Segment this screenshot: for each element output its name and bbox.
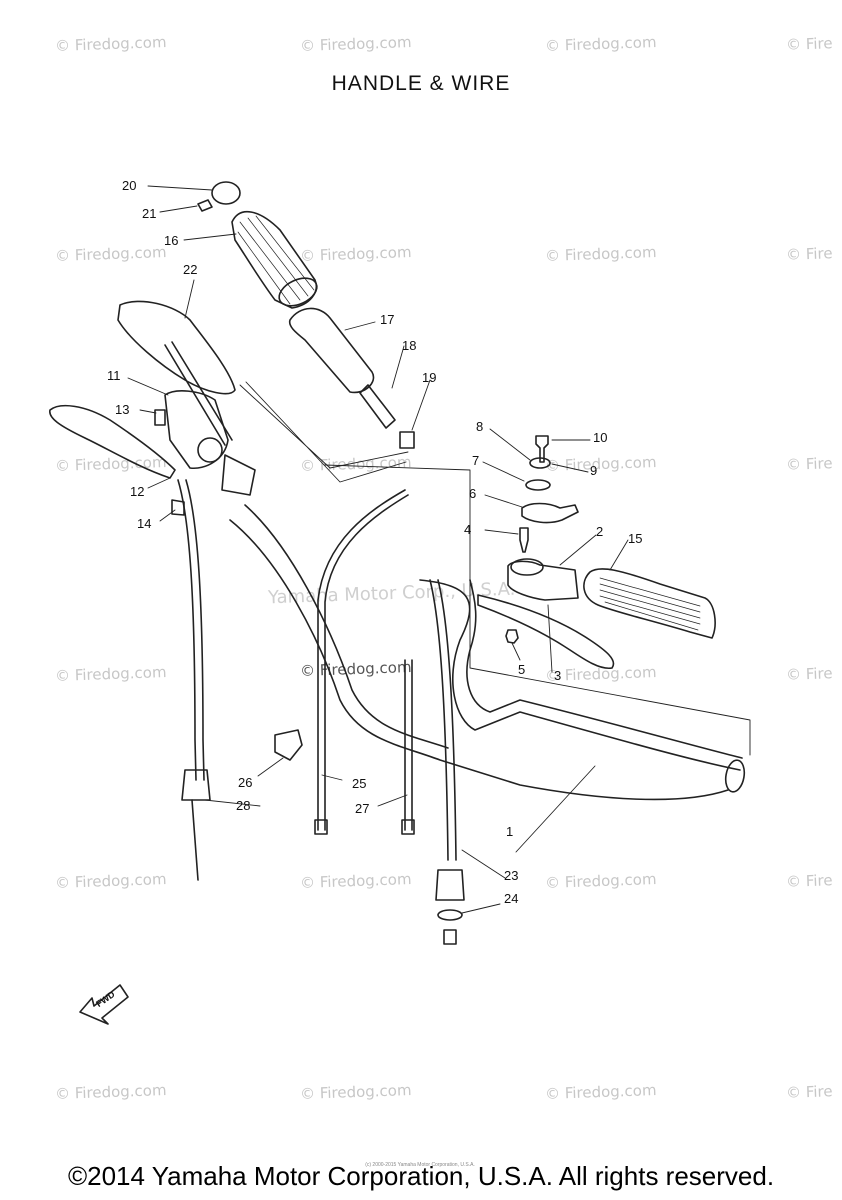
part-label: 19 — [422, 370, 436, 385]
right-lever — [477, 594, 615, 670]
cable-adjuster — [181, 769, 211, 801]
handlebar-left-tube — [229, 504, 729, 801]
part-label: 15 — [628, 531, 642, 546]
holder-clamp — [197, 437, 223, 463]
part-24-washer — [437, 909, 463, 921]
part-label: 21 — [142, 206, 156, 221]
part-14-nut — [171, 499, 185, 516]
part-label: 27 — [355, 801, 369, 816]
part-7-washer — [525, 479, 551, 491]
clutch-cable — [177, 479, 205, 781]
cable-27-end — [401, 819, 415, 835]
mirror-head — [117, 300, 236, 395]
part-5-nut — [505, 629, 519, 644]
handlebar — [419, 579, 743, 771]
cable-25-end — [314, 819, 328, 835]
part-label: 18 — [402, 338, 416, 353]
grip-opening — [278, 277, 318, 307]
left-lever-holder — [164, 390, 229, 469]
part-label: 10 — [593, 430, 607, 445]
part-label: 7 — [472, 453, 479, 468]
part-19-joint — [399, 431, 415, 449]
part-21-screw — [197, 199, 213, 212]
handlebar-end — [724, 759, 746, 793]
part-label: 6 — [469, 486, 476, 501]
part-label: 3 — [554, 668, 561, 683]
cable-end-28 — [191, 799, 199, 881]
fwd-label: FWD — [94, 989, 117, 1009]
throttle-cable-end — [359, 384, 396, 429]
grip-end-cap — [211, 181, 241, 205]
part-label: 1 — [506, 824, 513, 839]
part-label: 5 — [518, 662, 525, 677]
part-label: 2 — [596, 524, 603, 539]
part-label: 11 — [107, 368, 121, 383]
holder-boss — [510, 558, 544, 576]
part-label: 24 — [504, 891, 518, 906]
fwd-arrow — [79, 984, 129, 1025]
right-lever-holder — [507, 560, 579, 601]
part-6-bracket — [521, 502, 579, 524]
part-label: 14 — [137, 516, 151, 531]
part-label: 28 — [236, 798, 250, 813]
brake-cable-nut — [435, 869, 465, 901]
part-label: 17 — [380, 312, 394, 327]
brake-cable — [429, 579, 457, 861]
throttle-grip — [288, 307, 375, 394]
brake-cable-end — [443, 929, 457, 945]
cable-clamp — [274, 729, 303, 761]
part-10-bolt — [535, 435, 549, 463]
clamp-right — [221, 454, 256, 496]
part-label: 9 — [590, 463, 597, 478]
part-label: 13 — [115, 402, 129, 417]
part-label: 8 — [476, 419, 483, 434]
copyright-notice: ©2014 Yamaha Motor Corporation, U.S.A. A… — [67, 1161, 775, 1191]
part-label: 26 — [238, 775, 252, 790]
diagram-title: HANDLE & WIRE — [331, 72, 511, 95]
clutch-lever — [49, 404, 176, 479]
part-label: 4 — [464, 522, 471, 537]
cable-25 — [317, 489, 409, 831]
cable-27 — [404, 659, 413, 831]
part-label: 22 — [183, 262, 197, 277]
part-label: 23 — [504, 868, 518, 883]
part-labels: 1 2 3 4 5 6 7 8 9 10 11 12 13 14 15 16 1… — [94, 178, 642, 1009]
part-label: 20 — [122, 178, 136, 193]
part-label: 25 — [352, 776, 366, 791]
part-label: 16 — [164, 233, 178, 248]
part-4-bolt — [519, 527, 529, 553]
right-grip — [583, 568, 716, 639]
part-label: 12 — [130, 484, 144, 499]
left-grip — [231, 210, 317, 309]
part-13-screw — [154, 409, 166, 426]
fine-print: (c) 2000-2015 Yamaha Motor Corporation, … — [365, 1162, 475, 1168]
